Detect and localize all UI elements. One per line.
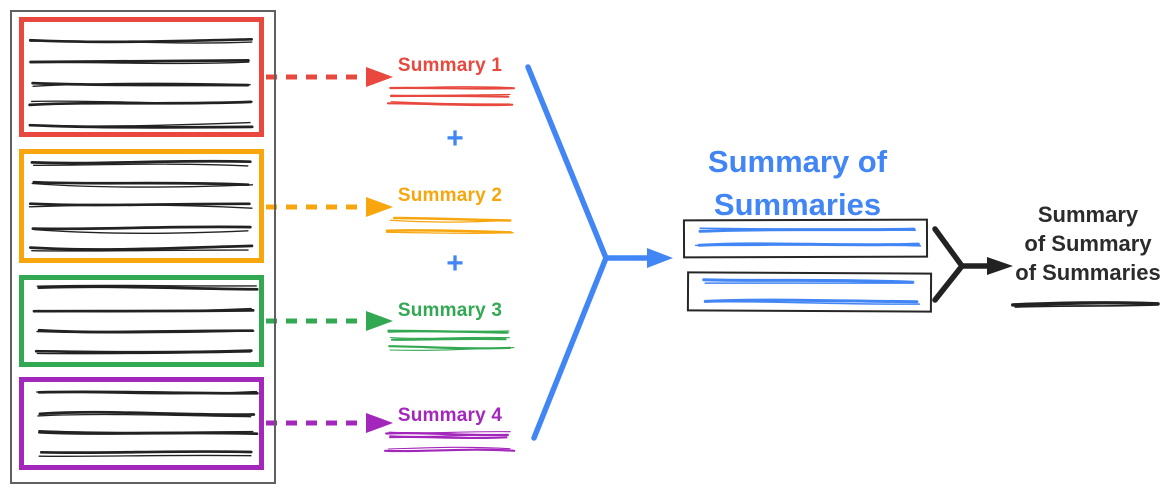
summary-of-summaries-title: Summary of Summaries xyxy=(655,140,940,226)
summary-3-scribble xyxy=(387,329,515,351)
source-documents-panel xyxy=(10,10,276,484)
merge-arrow xyxy=(525,64,673,441)
doc-3-scribbles xyxy=(32,284,259,355)
summary-of-summaries-title-line2: Summaries xyxy=(713,187,882,222)
summary-of-summaries-box-1 xyxy=(682,218,929,259)
summary-2-scribble xyxy=(385,216,514,235)
source-doc-2 xyxy=(19,149,264,263)
final-summary-scribble xyxy=(1011,301,1160,308)
dashed-arrow-summary-2 xyxy=(266,197,393,217)
plus-icon-2: + xyxy=(446,247,464,280)
summary-of-summaries-title-line1: Summary of xyxy=(707,144,888,179)
summary-1-label: Summary 1 xyxy=(397,55,503,76)
plus-icon-1: + xyxy=(446,122,464,155)
dashed-arrow-summary-4 xyxy=(266,413,393,433)
source-doc-4 xyxy=(19,377,264,470)
final-summary-label-line1: Summary xyxy=(1037,202,1139,227)
dashed-arrow-summary-1 xyxy=(266,67,393,87)
summary-3-label: Summary 3 xyxy=(397,300,503,321)
source-doc-1 xyxy=(19,17,264,137)
summary-4-label: Summary 4 xyxy=(397,405,503,426)
summary-of-summaries-scribbles xyxy=(694,227,922,305)
final-summary-label-line3: of Summaries xyxy=(1015,260,1161,285)
final-summary-label: Summary of Summary of Summaries xyxy=(1002,200,1170,287)
summary-2-label: Summary 2 xyxy=(397,185,503,206)
summary-1-scribble xyxy=(386,86,515,107)
source-doc-3 xyxy=(19,275,264,367)
doc-2-scribbles xyxy=(28,159,254,252)
summary-of-summaries-box-2 xyxy=(686,271,933,313)
dashed-arrow-summary-3 xyxy=(266,311,393,331)
summary-4-scribble xyxy=(384,431,516,453)
final-summary-label-line2: of Summary xyxy=(1024,231,1152,256)
collapse-arrow xyxy=(932,226,1013,303)
doc-4-scribbles xyxy=(36,390,259,457)
doc-1-scribbles xyxy=(28,37,254,129)
